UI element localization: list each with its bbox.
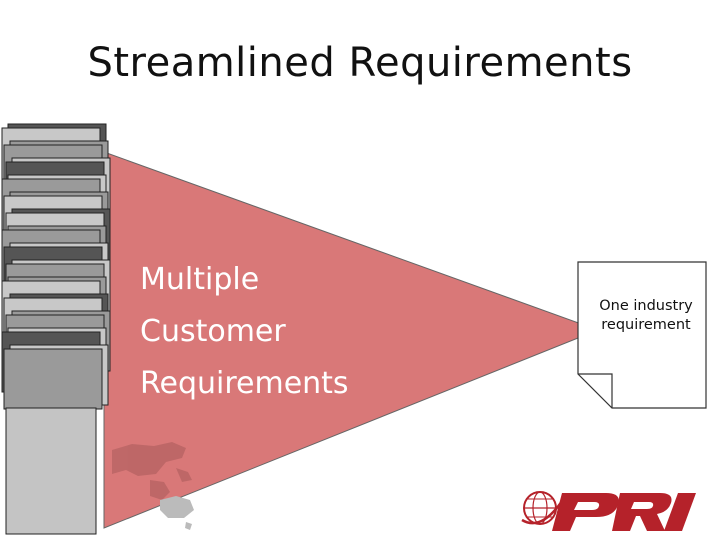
slide-title: Streamlined Requirements (87, 40, 633, 86)
output-document (577, 261, 707, 409)
output-document-label: One industry requirement (582, 297, 710, 335)
funnel-label-line-3: Requirements (140, 366, 349, 401)
australia-map-watermark (160, 496, 194, 530)
output-document-line-2: requirement (601, 317, 691, 333)
globe-icon (521, 491, 566, 525)
document-stack (1, 123, 111, 535)
stack-page (3, 348, 103, 410)
funnel-label: Multiple Customer Requirements (140, 254, 349, 410)
funnel-label-line-2: Customer (140, 314, 286, 349)
pri-logo (521, 491, 696, 531)
world-map-watermark (112, 442, 192, 500)
output-document-line-1: One industry (599, 298, 693, 314)
stack-front-page (5, 407, 97, 535)
pri-wordmark (552, 493, 696, 531)
funnel-label-line-1: Multiple (140, 262, 260, 297)
